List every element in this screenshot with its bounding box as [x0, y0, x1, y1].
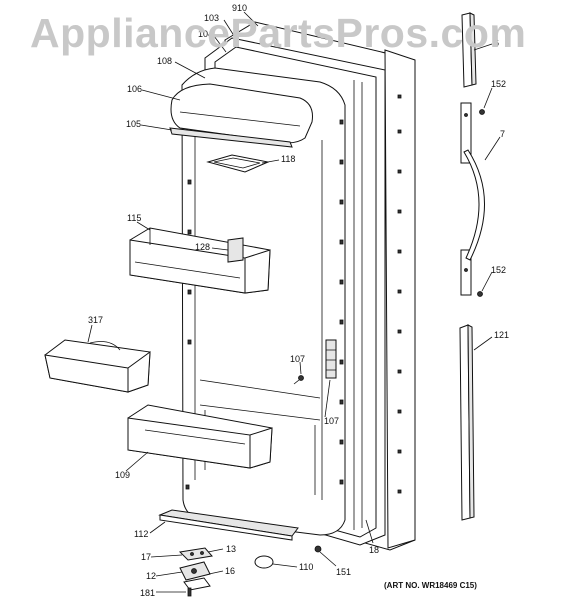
label-7: 7 [500, 129, 505, 139]
label-317: 317 [88, 315, 103, 325]
bin-divider-128 [227, 237, 244, 263]
label-104: 104 [198, 29, 213, 39]
bin-109 [127, 404, 273, 469]
cam-107 [325, 339, 337, 379]
label-109: 109 [115, 470, 130, 480]
screw-152-top [479, 109, 485, 115]
watermark: AppliancePartsPros.com [30, 10, 527, 56]
handle-cap-6 [461, 12, 477, 88]
label-106: 106 [127, 84, 142, 94]
label-12: 12 [146, 571, 156, 581]
label-152-top: 152 [491, 79, 506, 89]
label-128: 128 [195, 242, 210, 252]
screw-107 [293, 375, 304, 385]
label-107-cam: 107 [324, 416, 339, 426]
label-16: 16 [225, 566, 235, 576]
label-910: 910 [232, 3, 247, 13]
label-110: 110 [299, 562, 313, 572]
part-labels: 910 103 104 108 106 105 118 115 128 317 … [88, 3, 509, 598]
handle-trim-121 [459, 324, 475, 521]
label-105: 105 [126, 119, 141, 129]
label-107-screw: 107 [290, 354, 305, 364]
label-6: 6 [494, 38, 499, 48]
cap-110 [254, 555, 274, 569]
label-112: 112 [134, 529, 148, 539]
dairy-frame [169, 127, 293, 148]
leader-lines [87, 11, 501, 593]
screw-152-bottom [477, 291, 483, 297]
label-103: 103 [204, 13, 219, 23]
label-108: 108 [157, 56, 172, 66]
label-17: 17 [141, 552, 151, 562]
label-181: 181 [140, 588, 155, 598]
bottom-trim-112 [158, 509, 299, 541]
hinge-parts [178, 547, 213, 597]
label-13: 13 [226, 544, 236, 554]
label-118: 118 [281, 154, 295, 164]
handle-7 [460, 102, 485, 296]
screw-151 [314, 545, 322, 553]
dairy-door [170, 83, 313, 144]
label-115: 115 [127, 213, 141, 223]
label-121: 121 [494, 330, 509, 340]
label-151: 151 [336, 567, 351, 577]
label-152-bottom: 152 [491, 265, 506, 275]
bin-317 [44, 339, 151, 393]
art-number: (ART NO. WR18469 C15) [384, 581, 477, 590]
label-18: 18 [369, 545, 379, 555]
